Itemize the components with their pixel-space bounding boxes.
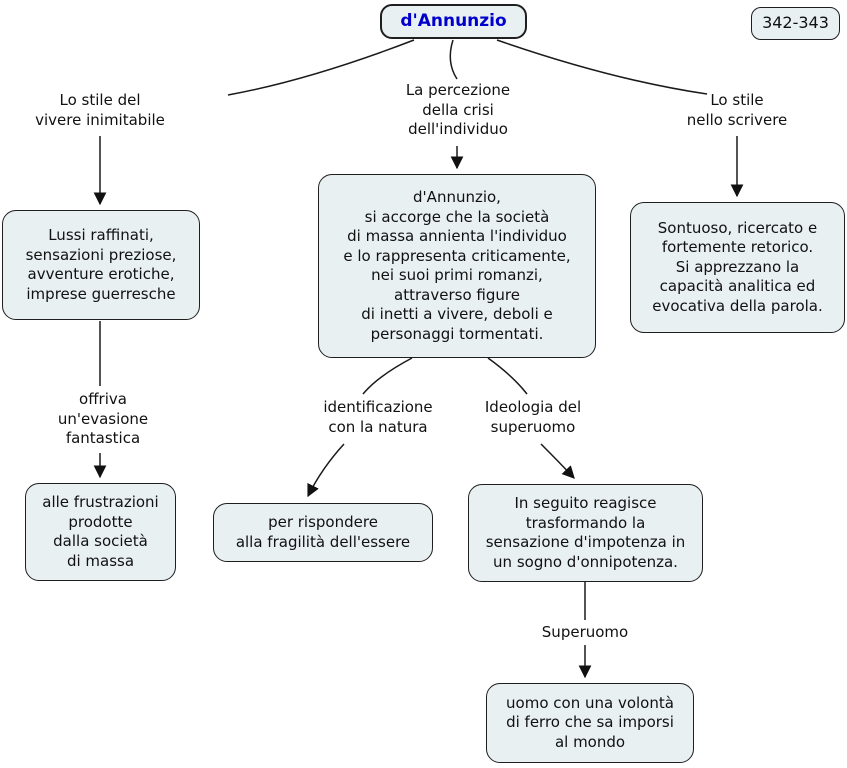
connector-main-to-ideologia — [487, 357, 528, 395]
label-offriva-evasione[interactable]: offriva un'evasione fantastica — [57, 390, 149, 447]
node-rispondere-fragilita[interactable]: per rispondere alla fragilità dell'esser… — [213, 503, 433, 562]
node-sontuoso-retorico[interactable]: Sontuoso, ricercato e fortemente retoric… — [630, 202, 845, 333]
label-stile-scrivere[interactable]: Lo stile nello scrivere — [686, 91, 788, 129]
label-stile-vivere[interactable]: Lo stile del vivere inimitabile — [35, 91, 165, 129]
node-frustrazioni-societa[interactable]: alle frustrazioni prodotte dalla società… — [25, 483, 176, 581]
label-superuomo[interactable]: Superuomo — [541, 623, 629, 641]
node-reagisce-onnipotenza[interactable]: In seguito reagisce trasformando la sens… — [468, 484, 703, 582]
label-percezione-crisi[interactable]: La percezione della crisi dell'individuo — [405, 81, 511, 138]
connector-identificazione-to-rispondere — [307, 443, 345, 498]
node-dannunzio-societa[interactable]: d'Annunzio, si accorge che la società di… — [318, 174, 596, 358]
connector-title-to-percezione — [449, 39, 458, 80]
label-identificazione-natura[interactable]: identificazione con la natura — [323, 398, 433, 436]
title-node-dannunzio[interactable]: d'Annunzio — [380, 4, 527, 39]
connector-title-to-stile-vivere — [227, 39, 415, 96]
connector-title-to-stile-scrivere — [496, 39, 708, 95]
connector-ideologia-to-reagisce — [540, 443, 575, 479]
page-ref-node[interactable]: 342-343 — [751, 7, 840, 40]
node-uomo-volonta[interactable]: uomo con una volontà di ferro che sa imp… — [486, 683, 694, 763]
node-lussi-raffinati[interactable]: Lussi raffinati, sensazioni preziose, av… — [2, 210, 200, 320]
label-ideologia-superuomo[interactable]: Ideologia del superuomo — [484, 398, 582, 436]
connector-main-to-identificazione — [362, 357, 413, 395]
